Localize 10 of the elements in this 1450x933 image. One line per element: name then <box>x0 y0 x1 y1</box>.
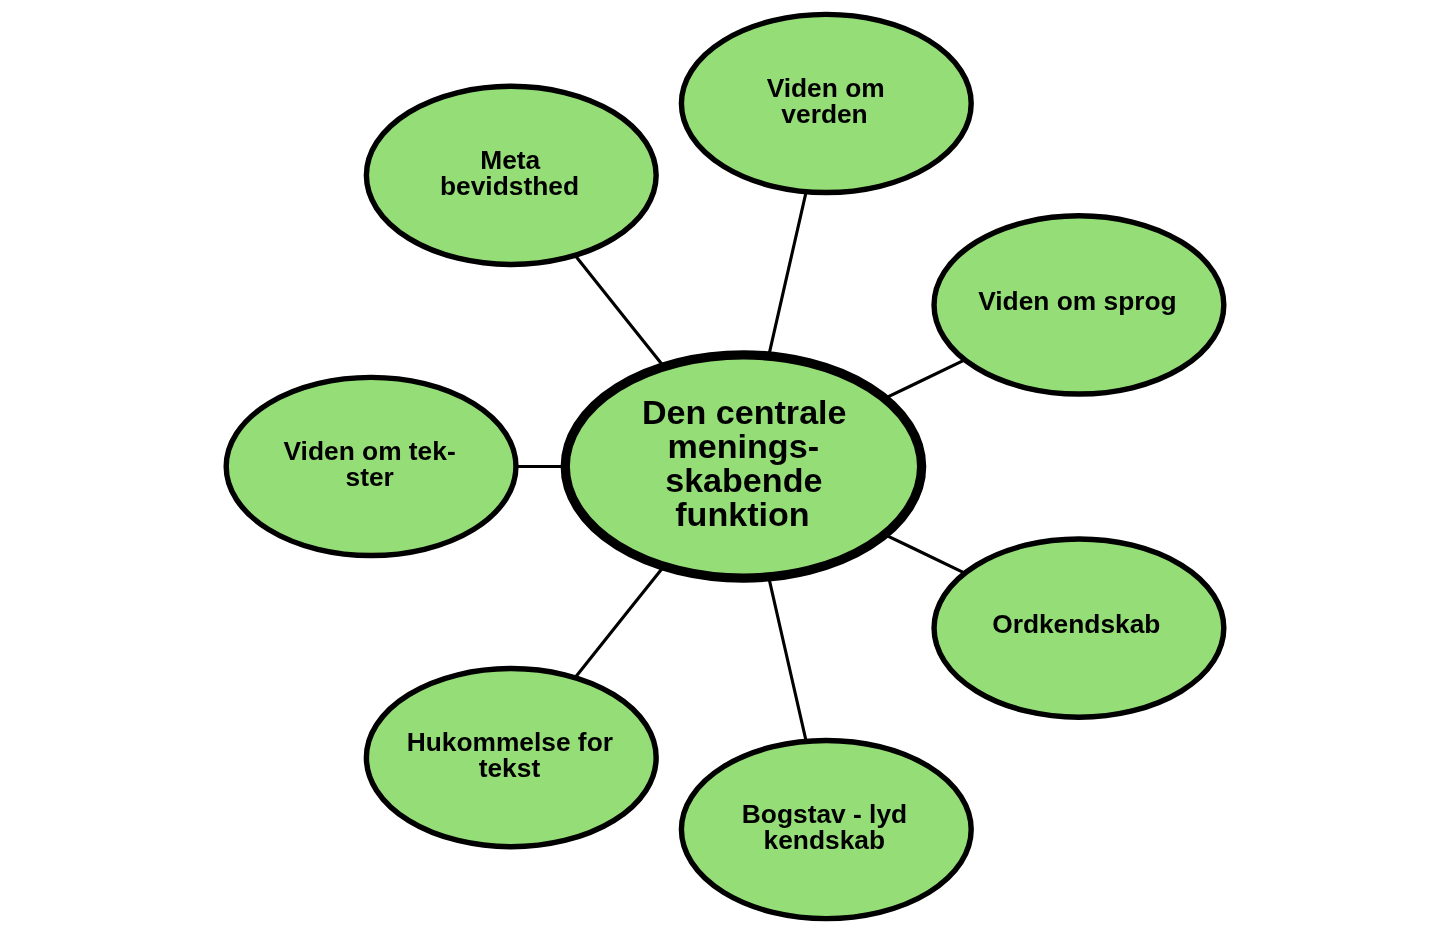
node-ellipse: Viden om tek- ster <box>223 374 519 559</box>
node-ellipse: Meta bevidsthed <box>363 83 659 268</box>
node-ellipse: Ordkendskab <box>931 536 1227 720</box>
node-ellipse: Den centrale menings- skabende funktion <box>560 350 927 583</box>
node-ellipse: Viden om verden <box>678 11 974 196</box>
node-ellipse: Bogstav - lyd kendskab <box>678 737 974 922</box>
node-ellipse: Viden om sprog <box>931 213 1227 397</box>
node-ellipse: Hukommelse for tekst <box>363 665 659 850</box>
connector <box>884 533 966 575</box>
connector <box>884 358 966 400</box>
